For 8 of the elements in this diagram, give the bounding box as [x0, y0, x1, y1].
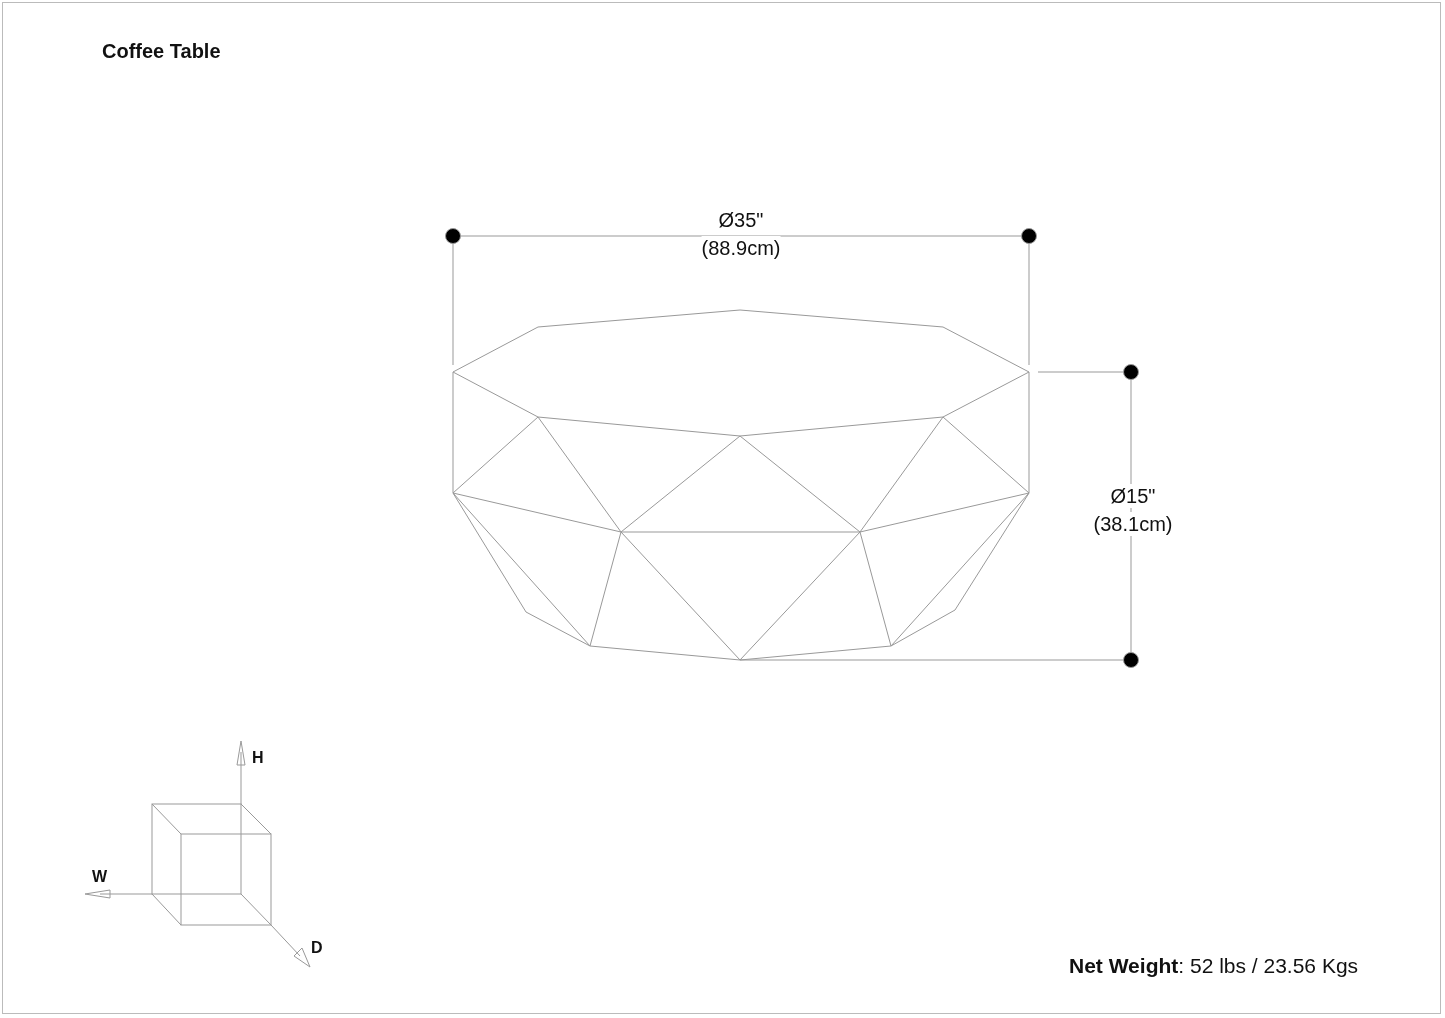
dimension-label: (38.1cm) [1093, 512, 1173, 536]
axis-label: H [252, 748, 264, 768]
dimension-label: Ø15" [1110, 484, 1156, 508]
axis-label: W [92, 867, 108, 887]
diagram-title: Coffee Table [102, 40, 221, 63]
net-weight-note: Net Weight: 52 lbs / 23.56 Kgs [1069, 953, 1359, 979]
axis-label: D [311, 938, 323, 958]
dimension-label: (88.9cm) [701, 236, 781, 260]
